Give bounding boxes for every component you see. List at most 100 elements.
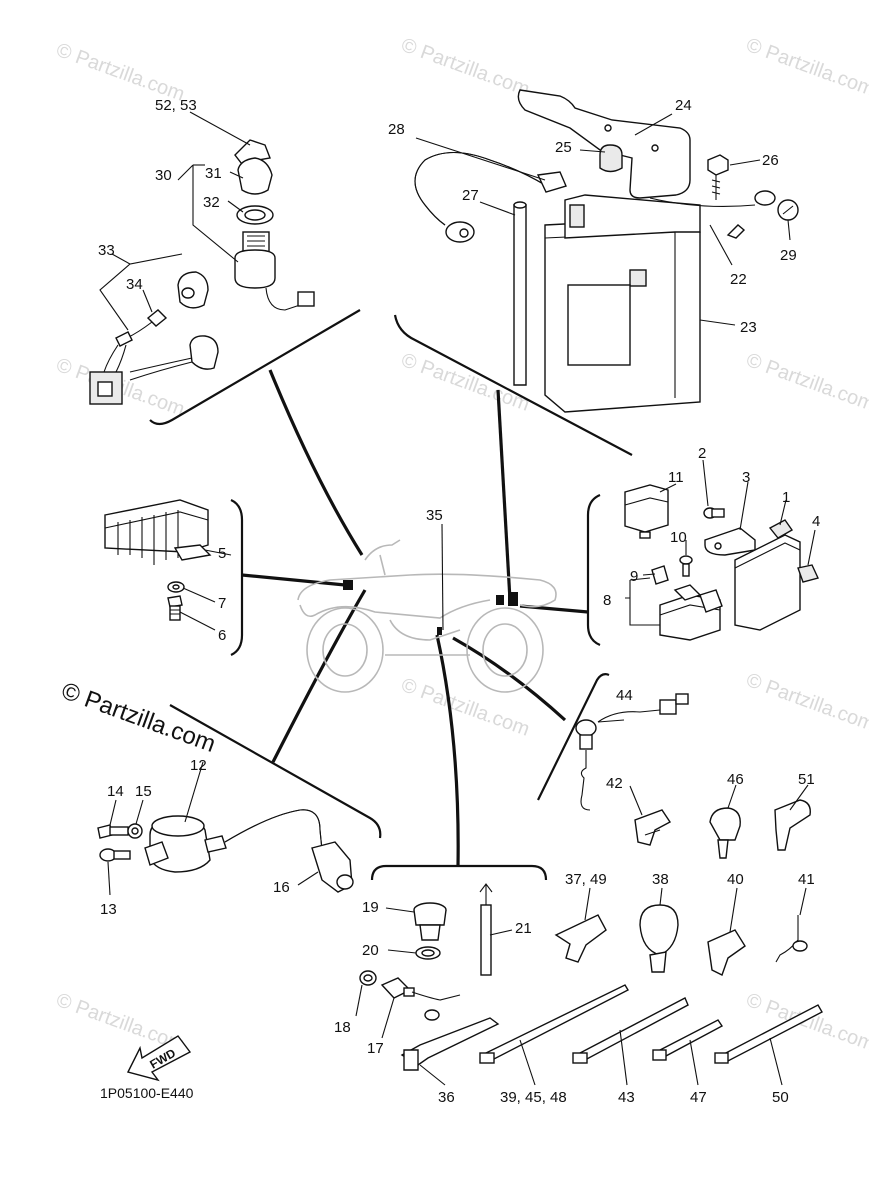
callout-37-49: 37, 49 <box>565 871 607 888</box>
ignition-coil-12 <box>144 815 227 873</box>
screw-10 <box>679 555 693 577</box>
wiring-lead-assembly <box>89 271 219 405</box>
bracket-sensor <box>537 673 610 801</box>
watermark: © Partzilla.com <box>398 349 532 416</box>
bolt-13 <box>99 848 131 862</box>
callout-52-53: 52, 53 <box>155 97 197 114</box>
callout-27: 27 <box>462 187 479 204</box>
battery-cable-28 <box>414 152 567 243</box>
callout-18: 18 <box>334 1019 351 1036</box>
callout-47: 47 <box>690 1089 707 1106</box>
diagram-code: 1P05100-E440 <box>100 1085 194 1101</box>
bracket-coil <box>169 704 382 839</box>
breather-pipe-27 <box>513 201 527 386</box>
atv-vehicle <box>297 539 557 693</box>
band-47 <box>652 1019 724 1061</box>
clamp-46 <box>709 807 741 859</box>
washer-15 <box>127 823 143 839</box>
callout-31: 31 <box>205 165 222 182</box>
callout-2: 2 <box>698 445 706 462</box>
callout-7: 7 <box>218 595 226 612</box>
bracket-3 <box>704 527 756 556</box>
clamp-40 <box>707 929 746 976</box>
bracket-lower-center <box>370 864 548 881</box>
callout-20: 20 <box>362 942 379 959</box>
connector-line <box>452 636 567 722</box>
callout-28: 28 <box>388 121 405 138</box>
battery-bracket-24 <box>517 89 691 199</box>
callout-39-45-48: 39, 45, 48 <box>500 1089 567 1106</box>
watermark-main: © Partzilla.com <box>58 677 219 758</box>
washer-18 <box>359 970 377 986</box>
negative-lead-22 <box>649 190 776 239</box>
bracket-right <box>586 493 601 647</box>
thermo-unit-19 <box>413 902 447 941</box>
callout-13: 13 <box>100 901 117 918</box>
watermark: © Partzilla.com <box>743 989 869 1056</box>
starter-relay-8 <box>659 584 723 641</box>
watermark: © Partzilla.com <box>398 34 532 101</box>
leader-lines <box>99 111 816 1086</box>
watermark: © Partzilla.com <box>743 34 869 101</box>
callout-1: 1 <box>782 489 790 506</box>
bracket-top-right <box>393 314 633 456</box>
callout-6: 6 <box>218 627 226 644</box>
clamp-42 <box>634 809 672 846</box>
callout-10: 10 <box>670 529 687 546</box>
band-43 <box>572 997 689 1064</box>
watermark: © Partzilla.com <box>743 669 869 736</box>
bolt-6 <box>167 595 183 621</box>
callout-40: 40 <box>727 871 744 888</box>
callout-32: 32 <box>203 194 220 211</box>
callout-4: 4 <box>812 513 820 530</box>
callout-8: 8 <box>603 592 611 609</box>
bolt-26 <box>707 154 729 200</box>
connector-line <box>496 389 512 601</box>
callout-42: 42 <box>606 775 623 792</box>
callout-14: 14 <box>107 783 124 800</box>
callout-38: 38 <box>652 871 669 888</box>
relay-11 <box>624 484 669 539</box>
callout-17: 17 <box>367 1040 384 1057</box>
pipe-21 <box>479 883 493 976</box>
clamp-37 <box>554 914 607 963</box>
callout-36: 36 <box>438 1089 455 1106</box>
callout-50: 50 <box>772 1089 789 1106</box>
callout-3: 3 <box>742 469 750 486</box>
callout-9: 9 <box>630 568 638 585</box>
callout-46: 46 <box>727 771 744 788</box>
cap-29 <box>777 199 799 221</box>
callout-labels: 52, 53 31 30 32 33 34 24 28 25 26 27 22 … <box>98 97 820 1106</box>
band-39 <box>479 984 629 1064</box>
screw-2 <box>703 507 725 519</box>
callout-34: 34 <box>126 276 143 293</box>
connector-line <box>271 589 367 763</box>
main-switch-assembly <box>234 139 315 311</box>
battery-23 <box>544 194 701 413</box>
watermark: © Partzilla.com <box>398 674 532 741</box>
callout-44: 44 <box>616 687 633 704</box>
rectifier-regulator-5 <box>104 499 212 565</box>
callout-16: 16 <box>273 879 290 896</box>
callout-25: 25 <box>555 139 572 156</box>
callout-11: 11 <box>668 469 684 486</box>
plug-cap-lead-16 <box>224 809 354 893</box>
callout-35: 35 <box>426 507 443 524</box>
callout-21: 21 <box>515 920 532 937</box>
callout-29: 29 <box>780 247 797 264</box>
fuse-9 <box>651 565 669 585</box>
callout-30: 30 <box>155 167 172 184</box>
clamp-51 <box>774 799 811 851</box>
connector-4 <box>797 564 819 583</box>
bracket-left <box>230 498 244 657</box>
band-38 <box>639 904 679 973</box>
connector-line <box>435 634 460 867</box>
callout-19: 19 <box>362 899 379 916</box>
sensor-44 <box>575 693 689 811</box>
callout-23: 23 <box>740 319 757 336</box>
callout-51: 51 <box>798 771 815 788</box>
callout-12: 12 <box>190 757 207 774</box>
callout-33: 33 <box>98 242 115 259</box>
clamp-41 <box>775 915 808 963</box>
